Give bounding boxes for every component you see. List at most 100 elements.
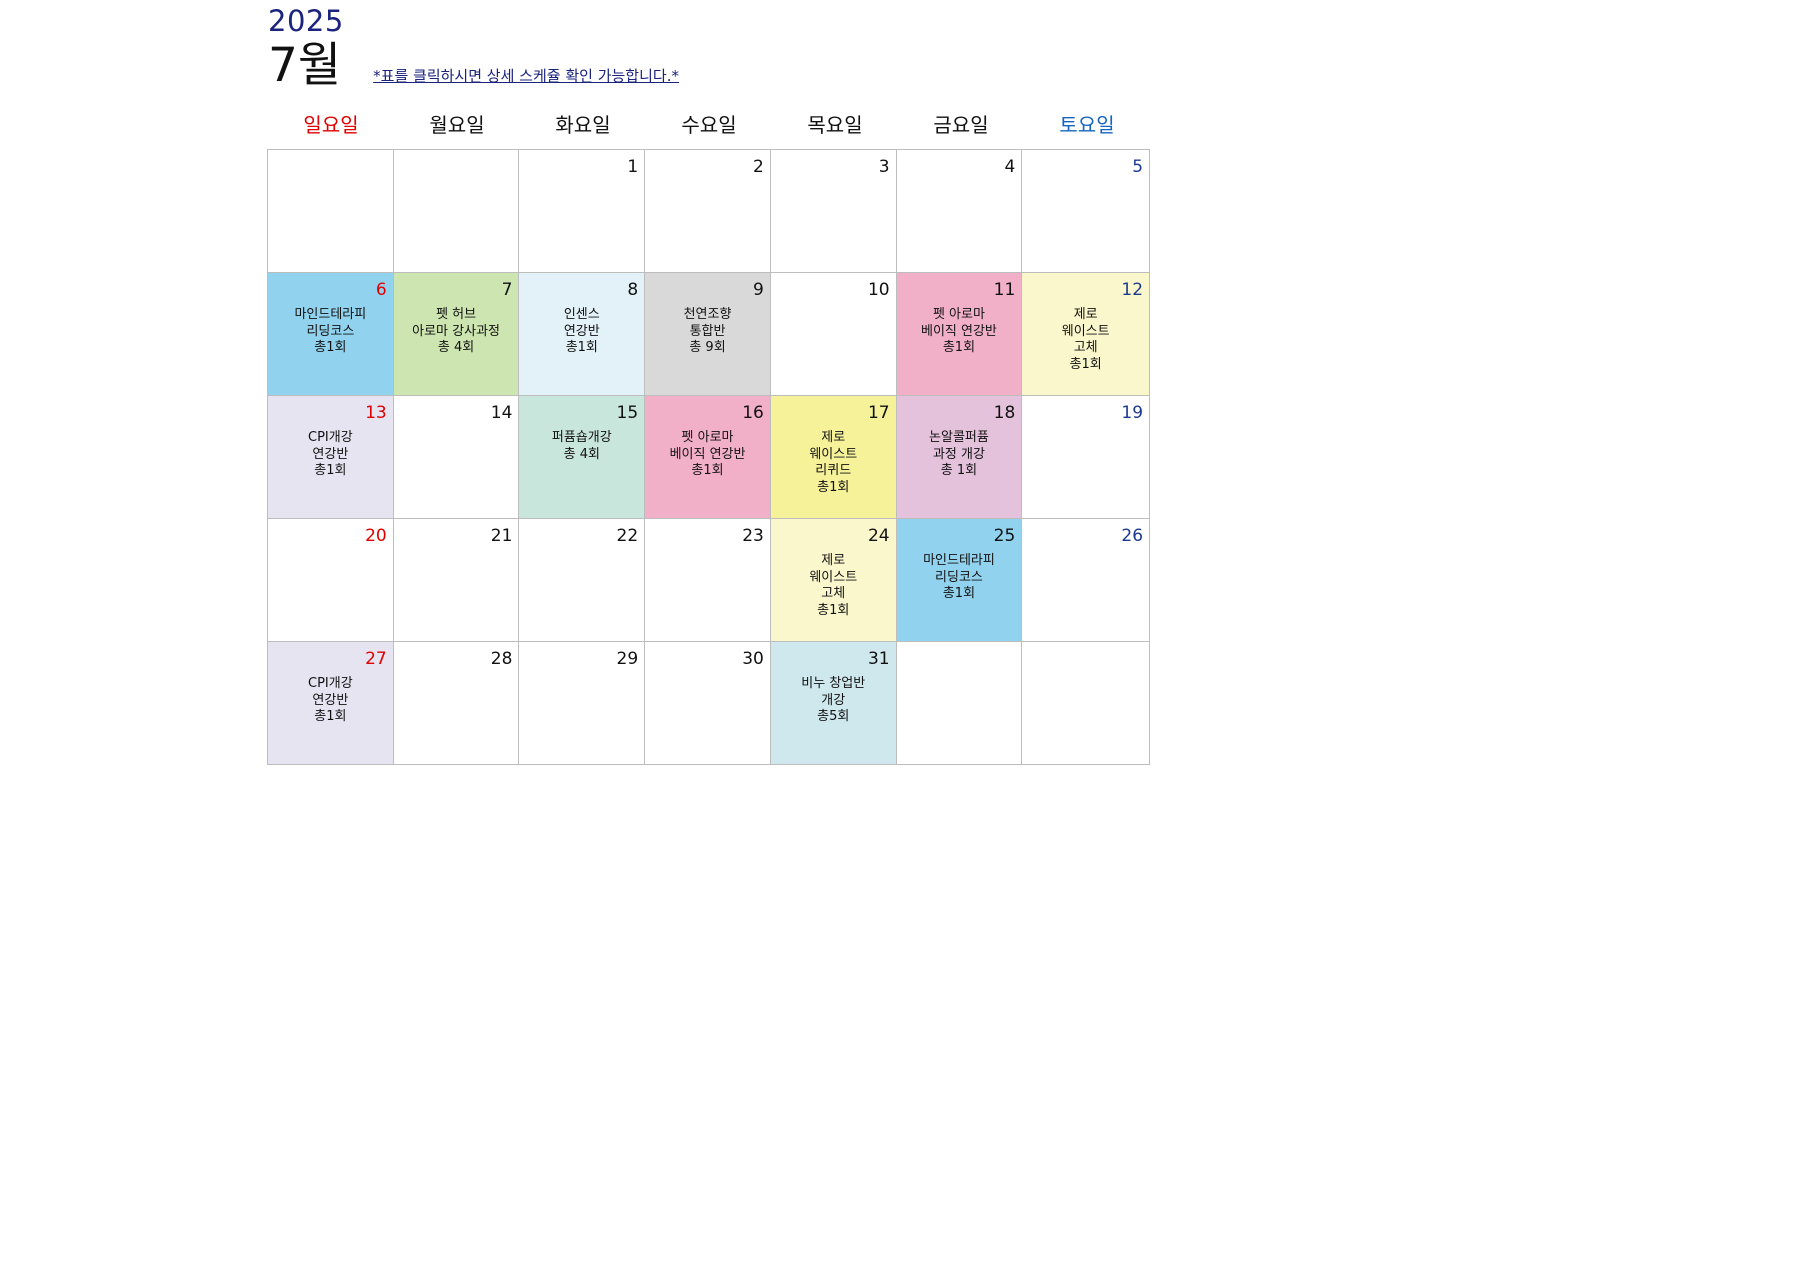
calendar-day-cell[interactable]: 2 — [645, 150, 771, 273]
day-number: 17 — [867, 403, 890, 423]
weekday-tuesday: 화요일 — [555, 113, 611, 137]
day-number: 11 — [993, 280, 1016, 300]
day-number: 9 — [753, 280, 764, 300]
weekday-friday: 금요일 — [933, 113, 989, 137]
event-label: 천연조향 통합반 총 9회 — [683, 307, 732, 355]
weekday-header-row: 일요일 월요일 화요일 수요일 목요일 금요일 토요일 — [268, 110, 1151, 140]
calendar-day-cell[interactable]: 14 — [393, 396, 520, 519]
calendar-day-cell[interactable]: 4 — [896, 150, 1023, 273]
calendar-week-row: 1 2 3 4 5 — [268, 150, 1151, 273]
day-number: 22 — [616, 526, 639, 546]
calendar-week-row: 20 21 22 23 24 제로 웨이스트 고체 총1회 25 마인드테라피 리딩코스 총1… — [268, 519, 1151, 642]
calendar-day-cell[interactable]: 8 인센스 연강반 총1회 — [519, 273, 646, 396]
year-label: 2025 — [268, 4, 344, 38]
day-number: 15 — [616, 403, 639, 423]
day-number: 5 — [1132, 157, 1144, 177]
calendar-day-cell[interactable]: 10 — [770, 273, 897, 396]
calendar-day-cell[interactable]: 1 — [519, 150, 646, 273]
event-label: 펫 아로마 베이직 연강반 총1회 — [669, 430, 746, 478]
day-number: 29 — [616, 649, 639, 669]
calendar-day-cell[interactable]: 30 — [645, 642, 771, 765]
calendar-header: 2025 7월 *표를 클릭하시면 상세 스케쥴 확인 가능합니다.* — [268, 4, 679, 92]
day-number: 10 — [867, 280, 890, 300]
event-label: 논알콜퍼퓸 과정 개강 총 1회 — [929, 430, 989, 478]
day-number: 2 — [753, 157, 764, 177]
calendar-day-cell[interactable]: 17 제로 웨이스트 리퀴드 총1회 — [770, 396, 897, 519]
calendar-day-cell[interactable]: 3 — [770, 150, 897, 273]
event-label: 비누 창업반 개강 총5회 — [801, 676, 866, 724]
calendar-empty-cell[interactable] — [393, 150, 520, 273]
weekday-wednesday: 수요일 — [681, 113, 737, 137]
day-number: 6 — [375, 280, 387, 300]
day-number: 1 — [627, 157, 639, 177]
calendar-day-cell[interactable]: 6 마인드테라피 리딩코스 총1회 — [268, 273, 394, 396]
day-number: 21 — [490, 526, 513, 546]
calendar-day-cell[interactable]: 21 — [393, 519, 520, 642]
day-number: 26 — [1121, 526, 1144, 546]
event-label: 제로 웨이스트 고체 총1회 — [1061, 307, 1110, 372]
day-number: 3 — [878, 157, 890, 177]
day-number: 30 — [742, 649, 764, 669]
month-row: 7월 *표를 클릭하시면 상세 스케쥴 확인 가능합니다.* — [268, 40, 679, 92]
calendar-day-cell[interactable]: 16 펫 아로마 베이직 연강반 총1회 — [645, 396, 771, 519]
calendar-empty-cell[interactable] — [896, 642, 1023, 765]
calendar-day-cell[interactable]: 25 마인드테라피 리딩코스 총1회 — [896, 519, 1023, 642]
calendar-day-cell[interactable]: 22 — [519, 519, 646, 642]
calendar-day-cell[interactable]: 28 — [393, 642, 520, 765]
calendar-day-cell[interactable]: 11 펫 아로마 베이직 연강반 총1회 — [896, 273, 1023, 396]
day-number: 12 — [1121, 280, 1144, 300]
day-number: 20 — [365, 526, 387, 546]
calendar-day-cell[interactable]: 5 — [1022, 150, 1151, 273]
day-number: 14 — [490, 403, 513, 423]
day-number: 16 — [742, 403, 764, 423]
event-label: 제로 웨이스트 고체 총1회 — [809, 553, 858, 618]
day-number: 28 — [490, 649, 513, 669]
event-label: 마인드테라피 리딩코스 총1회 — [923, 553, 995, 601]
event-label: 펫 아로마 베이직 연강반 총1회 — [921, 307, 997, 355]
calendar-day-cell[interactable]: 29 — [519, 642, 646, 765]
weekday-saturday: 토요일 — [1059, 113, 1115, 137]
calendar-day-cell[interactable]: 12 제로 웨이스트 고체 총1회 — [1022, 273, 1151, 396]
weekday-monday: 월요일 — [429, 113, 485, 137]
weekday-thursday: 목요일 — [807, 113, 863, 137]
event-label: 펫 허브 아로마 강사과정 총 4회 — [412, 307, 500, 355]
day-number: 31 — [867, 649, 890, 669]
schedule-detail-link[interactable]: *표를 클릭하시면 상세 스케쥴 확인 가능합니다.* — [373, 67, 679, 85]
event-label: 퍼퓸숍개강 총 4회 — [551, 430, 612, 462]
day-number: 18 — [993, 403, 1016, 423]
day-number: 19 — [1121, 403, 1144, 423]
event-label: 마인드테라피 리딩코스 총1회 — [294, 307, 367, 355]
calendar-day-cell[interactable]: 26 — [1022, 519, 1151, 642]
event-label: 인센스 연강반 총1회 — [563, 307, 600, 355]
day-number: 4 — [1004, 157, 1016, 177]
day-number: 27 — [365, 649, 387, 669]
calendar-day-cell[interactable]: 9 천연조향 통합반 총 9회 — [645, 273, 771, 396]
day-number: 24 — [867, 526, 890, 546]
day-number: 7 — [501, 280, 513, 300]
calendar-empty-cell[interactable] — [1022, 642, 1151, 765]
calendar-day-cell[interactable]: 23 — [645, 519, 771, 642]
day-number: 13 — [365, 403, 387, 423]
calendar-day-cell[interactable]: 20 — [268, 519, 394, 642]
calendar-day-cell[interactable]: 24 제로 웨이스트 고체 총1회 — [770, 519, 897, 642]
weekday-sunday: 일요일 — [303, 113, 359, 137]
day-number: 23 — [742, 526, 764, 546]
event-label: CPI개강 연강반 총1회 — [308, 676, 353, 724]
event-label: 제로 웨이스트 리퀴드 총1회 — [809, 430, 858, 495]
day-number: 25 — [993, 526, 1016, 546]
event-label: CPI개강 연강반 총1회 — [308, 430, 353, 478]
day-number: 8 — [627, 280, 639, 300]
month-title: 7월 — [268, 38, 342, 93]
calendar-day-cell[interactable]: 19 — [1022, 396, 1151, 519]
calendar-empty-cell[interactable] — [268, 150, 394, 273]
